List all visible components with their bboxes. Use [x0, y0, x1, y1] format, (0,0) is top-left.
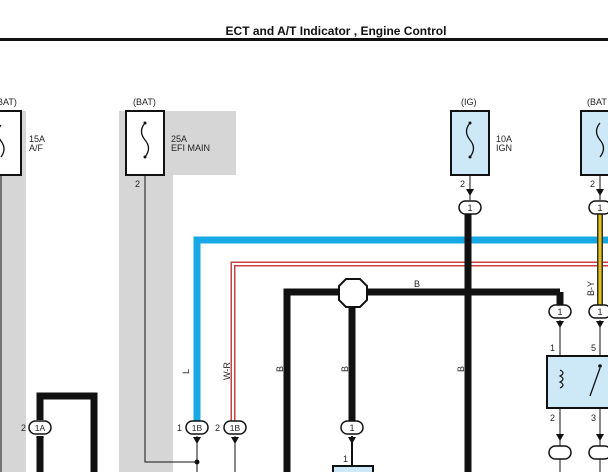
relay-pin-5: 5 — [591, 343, 596, 353]
fuse-right-source: (BAT — [587, 97, 607, 107]
fuse-right — [580, 110, 608, 176]
wire-label-b-left: B — [275, 366, 285, 372]
fuse-ign — [450, 110, 490, 176]
svg-text:1: 1 — [557, 307, 562, 317]
wire-label-b-top: B — [414, 279, 420, 289]
connector-ign-top: 1 — [458, 200, 482, 215]
svg-text:1: 1 — [467, 203, 472, 213]
fuse-af-source: (BAT) — [0, 97, 17, 107]
right-pin-2: 2 — [590, 179, 595, 189]
connector-relay-left-top: 1 — [548, 304, 572, 319]
fuse-af-rating: 15A — [29, 134, 45, 144]
relay-body — [546, 355, 608, 409]
red-wire-inner — [232, 263, 608, 428]
fuse-af-name: A/F — [29, 143, 44, 153]
arrow-relay-right-low — [596, 434, 604, 441]
arrow-mid — [348, 437, 356, 444]
svg-text:1: 1 — [349, 423, 354, 433]
efi-thin-wire — [144, 175, 197, 463]
arrow-right — [596, 189, 604, 196]
black-wire-top-loop — [283, 288, 340, 472]
connector-relay-right-top: 1 — [588, 304, 608, 319]
arrow-relay-left-low — [556, 434, 564, 441]
svg-text:1A: 1A — [35, 423, 46, 433]
mid-lower-component — [332, 465, 374, 472]
svg-text:1: 1 — [597, 307, 602, 317]
blue-1b-pin: 1 — [177, 423, 182, 433]
red-1b-pin: 2 — [215, 423, 220, 433]
connector-right-top: 1 — [588, 200, 608, 215]
arrow-relay-left — [556, 321, 564, 328]
fuse-ign-source: (IG) — [461, 97, 477, 107]
wire-label-b-mid: B — [340, 366, 350, 372]
wire-label-b-y: B-Y — [586, 281, 596, 296]
arrow-red-1b — [231, 437, 239, 444]
relay-switch — [589, 367, 601, 397]
relay-pin-2: 2 — [550, 413, 555, 423]
fuse-ign-name: IGN — [496, 143, 512, 153]
connector-red-1b: 1B — [223, 420, 247, 435]
svg-text:1B: 1B — [230, 423, 241, 433]
relay-switch-dot — [598, 364, 602, 368]
left-1a-pin: 2 — [21, 423, 26, 433]
arrow-relay-right — [596, 321, 604, 328]
wire-label-b-ign: B — [456, 366, 466, 372]
arrow-left-1a — [36, 437, 44, 444]
fuse-efi-rating: 25A — [171, 134, 187, 144]
relay-coil — [558, 369, 564, 389]
connector-blue-1b: 1B — [185, 420, 209, 435]
fuse-efi-name: EFI MAIN — [171, 143, 210, 153]
page-title: ECT and A/T Indicator , Engine Control — [225, 24, 447, 38]
connector-left-1a: 1A — [28, 420, 52, 435]
fuse-efi-source: (BAT) — [133, 97, 156, 107]
shade-af-lower — [0, 175, 26, 472]
shade-efi-lower — [119, 175, 173, 472]
wire-label-w-r: W-R — [222, 362, 232, 380]
connector-mid-lower: 1 — [340, 420, 364, 435]
arrow-ign — [466, 189, 474, 196]
black-wire-left-loop — [36, 392, 98, 472]
junction-octagon — [338, 278, 368, 308]
title-rule — [0, 38, 608, 41]
arrow-blue-1b — [193, 437, 201, 444]
fuse-efi — [125, 110, 165, 176]
svg-text:1: 1 — [597, 203, 602, 213]
svg-text:1B: 1B — [192, 423, 203, 433]
relay-pin-3: 3 — [591, 413, 596, 423]
lower-pin-1: 1 — [343, 454, 348, 464]
ign-pin-2: 2 — [460, 179, 465, 189]
connector-relay-right-low — [588, 445, 608, 460]
relay-pin-1: 1 — [550, 343, 555, 353]
wire-label-l: L — [181, 369, 191, 374]
connector-relay-left-low — [548, 445, 572, 460]
fuse-ign-rating: 10A — [496, 134, 512, 144]
efi-pin-2: 2 — [135, 179, 140, 189]
fuse-af — [0, 110, 22, 176]
